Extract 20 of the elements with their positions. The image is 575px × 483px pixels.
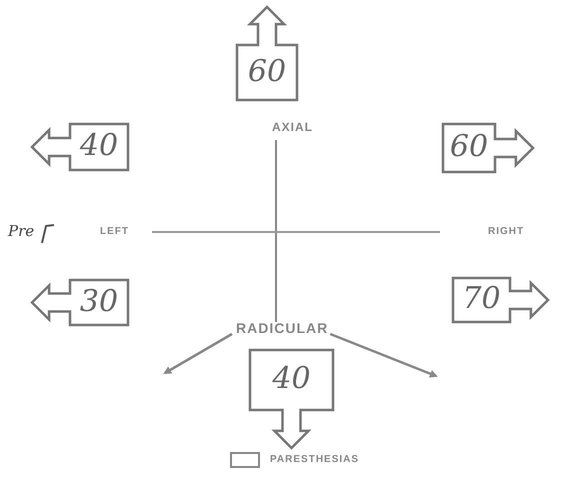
handwritten-number: 60: [246, 54, 288, 88]
box-arrow-shape: [32, 124, 128, 170]
box-arrow-shape: [32, 280, 128, 325]
handwritten-number: 40: [78, 128, 120, 163]
box-arrow-shape: [443, 124, 533, 172]
arrow: [163, 332, 233, 374]
handwritten-note: Pre: [8, 222, 34, 240]
handwritten-number: 60: [448, 129, 490, 164]
box-arrow-shape: [237, 7, 297, 100]
box-arrow-shape: [453, 278, 548, 322]
handwritten-number: 30: [78, 284, 120, 318]
handwritten-number: 40: [271, 361, 312, 396]
axis-label: RIGHT: [488, 226, 524, 237]
axis-label: AXIAL: [272, 120, 313, 134]
legend-label: PARESTHESIAS: [270, 454, 360, 465]
axis-label: LEFT: [100, 226, 129, 237]
category-label: RADICULAR: [236, 320, 328, 336]
arrow: [330, 332, 438, 378]
box-arrow-shape: [250, 350, 333, 448]
handwritten-number: 70: [461, 281, 502, 316]
